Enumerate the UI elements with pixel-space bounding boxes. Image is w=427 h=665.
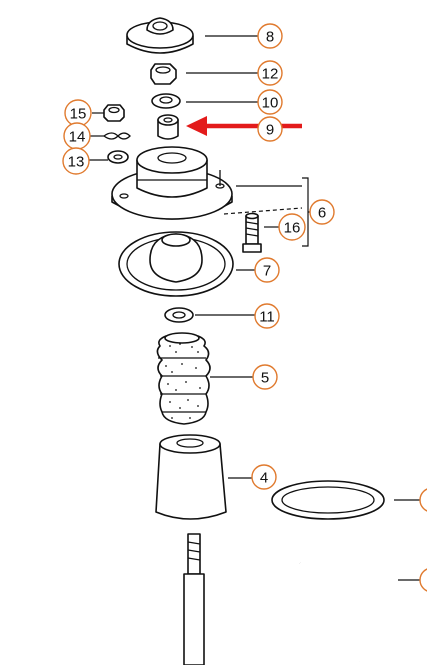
coil-spring (279, 546, 427, 665)
callout-5-label: 5 (261, 370, 269, 387)
callout-8: 8 (257, 23, 283, 49)
part-6-strut-mount (111, 146, 303, 220)
highlight-arrow (186, 116, 302, 136)
callout-12-label: 12 (262, 66, 279, 83)
part-14-clip (90, 132, 131, 140)
callout-7-label: 7 (263, 263, 271, 280)
callout-15: 15 (64, 99, 92, 127)
callout-5: 5 (252, 364, 278, 390)
bump-stop-texture (165, 343, 201, 419)
part-7-spring-seat (118, 231, 258, 297)
callout-7: 7 (254, 257, 280, 283)
callout-4-label: 4 (260, 470, 268, 487)
part-4-dust-boot (155, 434, 252, 520)
callout-6: 6 (309, 199, 335, 225)
part-12-nut (150, 63, 258, 85)
callout-16: 16 (278, 213, 306, 241)
part-5-bump-stop (156, 332, 254, 425)
callout-11-label: 11 (259, 309, 275, 326)
part-11-washer (164, 307, 256, 323)
callout-15-label: 15 (70, 106, 87, 123)
part-16-bolt (242, 212, 279, 253)
part-10-washer (151, 93, 258, 109)
callout-12: 12 (257, 60, 283, 86)
part-13-washer (89, 150, 129, 164)
callout-6-label: 6 (318, 205, 326, 222)
shock-absorber-rod (183, 533, 205, 665)
callout-13-label: 13 (68, 154, 85, 171)
callout-4: 4 (251, 464, 277, 490)
callout-8-label: 8 (266, 29, 274, 46)
part-9-sleeve (157, 114, 179, 140)
callout-9: 9 (257, 116, 283, 142)
callout-10-label: 10 (262, 95, 279, 112)
callout-13: 13 (62, 147, 90, 175)
callout-14: 14 (63, 122, 91, 150)
callout-14-label: 14 (69, 129, 86, 146)
callout-16-label: 16 (284, 220, 301, 237)
spring-insulator-ring (271, 480, 427, 520)
callout-10: 10 (257, 89, 283, 115)
callout-11: 11 (254, 303, 280, 329)
part-15-small-nut (92, 104, 125, 122)
callout-9-label: 9 (266, 122, 274, 139)
part-8-top-cap (126, 17, 258, 54)
